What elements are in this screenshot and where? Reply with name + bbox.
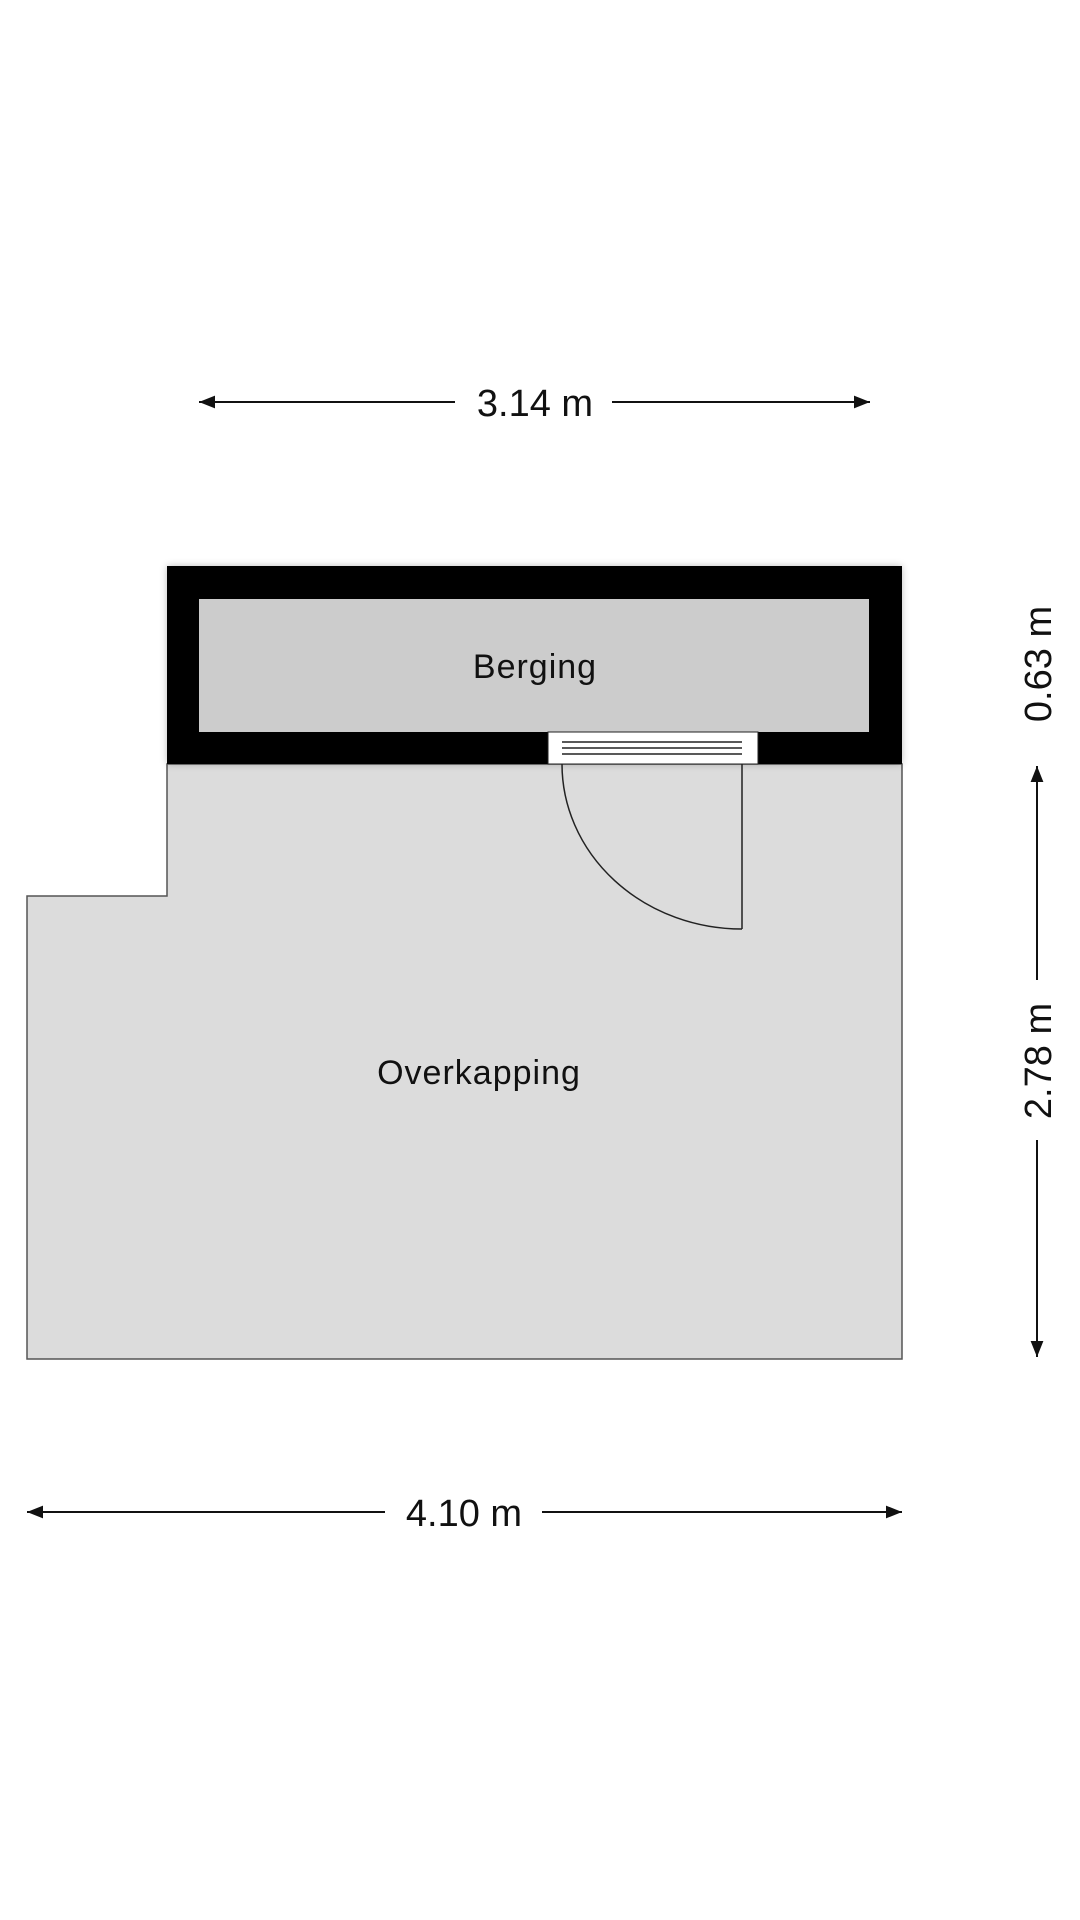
room-label-overkapping: Overkapping [377, 1054, 581, 1092]
dimension-right-overkapping-label: 2.78 m [1018, 1003, 1060, 1119]
dimension-top: 3.14 m [199, 383, 870, 425]
berging-floor [199, 599, 869, 732]
door [547, 731, 759, 930]
dimension-bottom-label: 4.10 m [406, 1493, 522, 1535]
dimension-bottom: 4.10 m [27, 1493, 902, 1535]
dimension-right-berging-label: 0.63 m [1018, 606, 1060, 722]
dimension-top-label: 3.14 m [477, 383, 593, 425]
room-label-berging: Berging [473, 648, 597, 686]
dimension-right: 0.63 m 2.78 m [1018, 606, 1060, 1357]
